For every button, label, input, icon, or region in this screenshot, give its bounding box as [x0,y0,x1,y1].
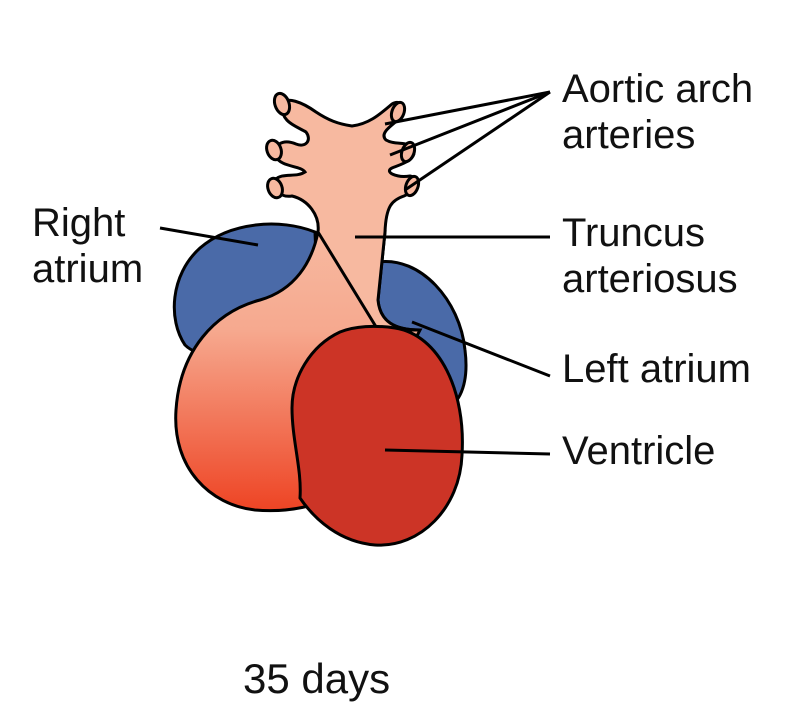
label-right-atrium-line-1: Right [32,201,126,245]
label-truncus-arteriosus: Truncus arteriosus [562,210,738,302]
label-aortic-line-2: arteries [562,113,696,157]
leader-lines [159,90,551,456]
leader-aortic-1 [384,90,551,126]
aortic-arch-opening-left-2 [265,138,283,162]
ventricle-shape [290,324,464,547]
label-ventricle: Ventricle [562,428,715,474]
label-right-atrium-line-2: atrium [32,247,144,291]
caption-text: 35 days [243,655,391,702]
label-truncus-line-2: arteriosus [562,257,738,301]
label-left-atrium: Left atrium [562,346,751,392]
aortic-arch-opening-left-1 [272,91,292,117]
label-ventricle-text: Ventricle [562,429,716,473]
leader-aortic-2 [389,90,551,157]
leader-left-atrium [411,320,551,378]
leader-ventricle [384,448,551,456]
leader-aortic-3 [404,90,551,192]
label-truncus-line-1: Truncus [562,211,706,255]
label-left-atrium-text: Left atrium [562,347,751,391]
caption-age: 35 days [243,656,390,702]
leader-right-atrium [159,226,259,247]
label-right-atrium: Right atrium [32,200,143,292]
label-aortic-arch-arteries: Aortic arch arteries [562,66,753,158]
label-aortic-line-1: Aortic arch [562,67,754,111]
aortic-arch-opening-left-3 [266,176,284,200]
